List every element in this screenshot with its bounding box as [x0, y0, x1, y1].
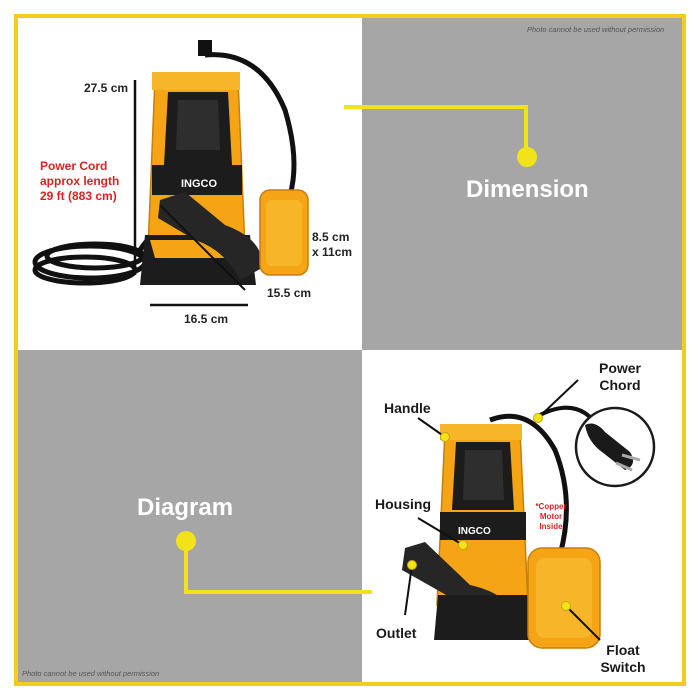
part-label-handle: Handle: [384, 400, 431, 416]
copper-motor-note: *Copper Motor Inside: [535, 502, 567, 531]
power-cord: [489, 413, 569, 556]
width-dimension-label: 16.5 cm: [184, 312, 229, 326]
dimension-connector: [344, 105, 537, 167]
outlet-measure-line: [159, 204, 246, 291]
diagram-title-panel: [18, 350, 362, 682]
leader-lines: [404, 379, 601, 641]
float-dimension-label: 8.5 cm x 11cm: [312, 230, 353, 259]
part-label-housing: Housing: [375, 496, 431, 512]
float-cord: [204, 52, 297, 196]
pump-band: [152, 165, 242, 195]
brand-logo: INGCO: [458, 526, 491, 537]
pump-handle: [152, 72, 240, 90]
height-dimension-label: 27.5 cm: [84, 81, 129, 95]
part-label-power-chord: Power Chord: [598, 360, 641, 393]
pump-illustration-diagram: [402, 379, 656, 649]
watermark-top: Photo cannot be used without permission: [527, 25, 665, 34]
pump-base: [434, 595, 532, 640]
diagram-connector: [176, 531, 372, 594]
dimension-title-panel: [362, 18, 682, 350]
outlet-elbow: [158, 192, 263, 280]
product-infographic-frame: [14, 14, 686, 686]
power-cord-length-label: Power Cord approx length 29 ft (883 cm): [40, 159, 120, 203]
section-title-dimension: Dimension: [466, 176, 589, 203]
connector-dot: [517, 147, 537, 167]
part-label-outlet: Outlet: [376, 625, 417, 641]
power-plug-icon: [585, 423, 641, 472]
cord-grommet: [198, 40, 212, 56]
pump-handle: [440, 424, 522, 440]
brand-logo: INGCO: [181, 178, 218, 190]
watermark-bottom: Photo cannot be used without permission: [22, 669, 160, 678]
section-title-diagram: Diagram: [137, 494, 234, 521]
pump-illustration-dimension: [32, 40, 309, 307]
outlet-dimension-label: 15.5 cm: [267, 286, 312, 300]
part-label-float-switch: Float Switch: [600, 642, 646, 675]
pump-band: [440, 512, 526, 540]
